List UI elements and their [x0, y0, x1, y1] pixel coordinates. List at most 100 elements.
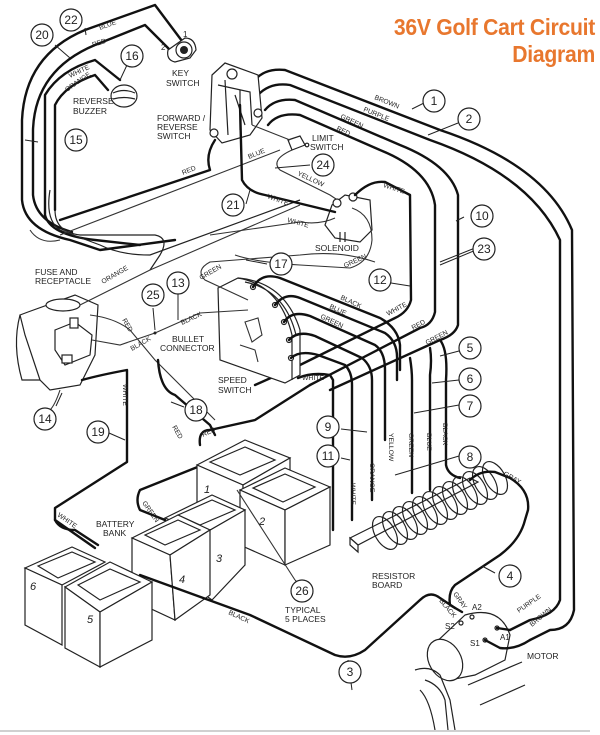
wire-label-blue-top: BLUE — [98, 19, 118, 32]
callout-14: 14 — [33, 407, 57, 431]
wire-green-17 — [200, 253, 376, 301]
wire-label-yellow-res: YELLOW — [387, 433, 394, 462]
wire-green-sol — [234, 207, 373, 269]
callout-10: 10 — [470, 204, 494, 228]
wire-green-bat — [136, 458, 217, 522]
wire-label-white-19: WHITE — [121, 384, 128, 406]
battery-number-5: 5 — [87, 614, 94, 626]
wire-blue-limit — [251, 124, 291, 141]
svg-text:26: 26 — [295, 584, 309, 598]
wire-label-white-sol: WHITE — [382, 182, 405, 196]
wire-yellow-24 — [276, 149, 346, 206]
wire-label-green-res: GREEN — [407, 433, 414, 457]
wire-label-blue-res: BLUE — [425, 433, 432, 451]
wire-label-blue-ss: BLUE — [328, 303, 347, 317]
callout-8: 8 — [458, 445, 482, 469]
callout-15: 15 — [64, 128, 88, 152]
wire-purple-motor — [495, 626, 512, 632]
wire-brown-1 — [253, 68, 576, 642]
resistor-board-label-2: BOARD — [372, 580, 402, 590]
wire-blue-ss — [273, 294, 399, 382]
callout-2: 2 — [457, 107, 481, 131]
callout-24: 24 — [311, 153, 335, 177]
wire-red-fuse — [89, 314, 216, 421]
wire-label-black-13: BLACK — [180, 311, 204, 327]
callout-4: 4 — [498, 564, 522, 588]
key-switch[interactable] — [167, 37, 197, 63]
svg-text:21: 21 — [226, 198, 240, 212]
battery-number-4: 4 — [179, 574, 185, 586]
wire-label-red-fr: RED — [335, 125, 351, 137]
harness-bottom — [48, 189, 301, 256]
wire-label-orange-res: ORANGE — [368, 463, 375, 493]
wire-red-bat — [198, 383, 312, 447]
svg-text:19: 19 — [91, 425, 105, 439]
svg-text:8: 8 — [467, 450, 474, 464]
callout-13: 13 — [166, 271, 190, 295]
svg-text:12: 12 — [373, 273, 387, 287]
wire-red-23 — [266, 113, 437, 387]
wire-white-bat — [53, 518, 97, 550]
callout-6: 6 — [458, 367, 482, 391]
svg-text:24: 24 — [316, 158, 330, 172]
callout-7: 7 — [458, 394, 482, 418]
wire-orange-ss — [289, 351, 354, 522]
solenoid[interactable] — [324, 192, 373, 243]
battery-bank-label-2: BANK — [103, 528, 126, 538]
svg-text:13: 13 — [171, 276, 185, 290]
callout-21: 21 — [221, 193, 245, 217]
wire-orange-fuse — [79, 204, 301, 306]
solenoid-label: SOLENOID — [315, 243, 359, 253]
resistor-board — [348, 461, 509, 554]
wire-label-green-17: GREEN — [199, 264, 224, 282]
svg-text:14: 14 — [38, 412, 52, 426]
wire-label-red-left: RED — [181, 165, 197, 177]
callout-22: 22 — [59, 8, 83, 32]
forward-reverse-label-2: REVERSE — [157, 122, 198, 132]
svg-text:9: 9 — [325, 420, 332, 434]
svg-text:16: 16 — [125, 49, 139, 63]
callout-12: 12 — [368, 268, 392, 292]
svg-text:7: 7 — [467, 399, 474, 413]
callout-11: 11 — [316, 444, 340, 468]
motor-terminal-s1: S1 — [470, 639, 480, 648]
wire-white-16 — [43, 58, 142, 247]
diagram-title: 36V Golf Cart Circuit Diagram — [393, 14, 595, 67]
wire-label-gray-res: GRAY — [502, 471, 522, 487]
svg-text:20: 20 — [35, 28, 49, 42]
wire-label-white-21: WHITE — [266, 193, 289, 207]
fuse-and-receptacle[interactable] — [15, 294, 99, 391]
key-terminal-1: 1 — [183, 30, 188, 39]
wire-red-18 — [156, 358, 217, 437]
speed-switch[interactable] — [217, 277, 301, 384]
key-switch-label-2: SWITCH — [166, 78, 200, 88]
wire-white-ss — [296, 372, 335, 532]
wire-orange-16 — [53, 73, 110, 212]
wire-green-vert — [408, 356, 414, 495]
wire-black-3 — [138, 573, 457, 658]
reverse-buzzer-label-1: REVERSE — [73, 96, 114, 106]
callout-23: 23 — [472, 237, 496, 261]
typical-label-2: 5 PLACES — [285, 614, 326, 624]
wire-label-brown-motor: BROWN — [529, 606, 554, 628]
callout-5: 5 — [458, 336, 482, 360]
fuse-label-2: RECEPTACLE — [35, 276, 91, 286]
wire-label-white-ss: WHITE — [302, 375, 324, 382]
callout-17: 17 — [269, 252, 293, 276]
forward-reverse-switch[interactable] — [209, 62, 263, 144]
typical-label-1: TYPICAL — [285, 605, 321, 615]
reverse-buzzer[interactable] — [110, 84, 138, 108]
svg-text:2: 2 — [466, 112, 473, 126]
callout-25: 25 — [141, 283, 165, 307]
callout-20: 20 — [30, 23, 54, 47]
limit-switch[interactable] — [287, 135, 310, 151]
harness-outer — [29, 229, 61, 242]
jumper-26 — [236, 489, 296, 581]
battery-5 — [63, 561, 154, 669]
wire-black-vert — [438, 338, 462, 480]
wire-green-10 — [263, 98, 460, 392]
wire-black-ss — [251, 275, 402, 372]
speed-switch-label-2: SWITCH — [218, 385, 252, 395]
wire-white-sol — [209, 217, 336, 236]
